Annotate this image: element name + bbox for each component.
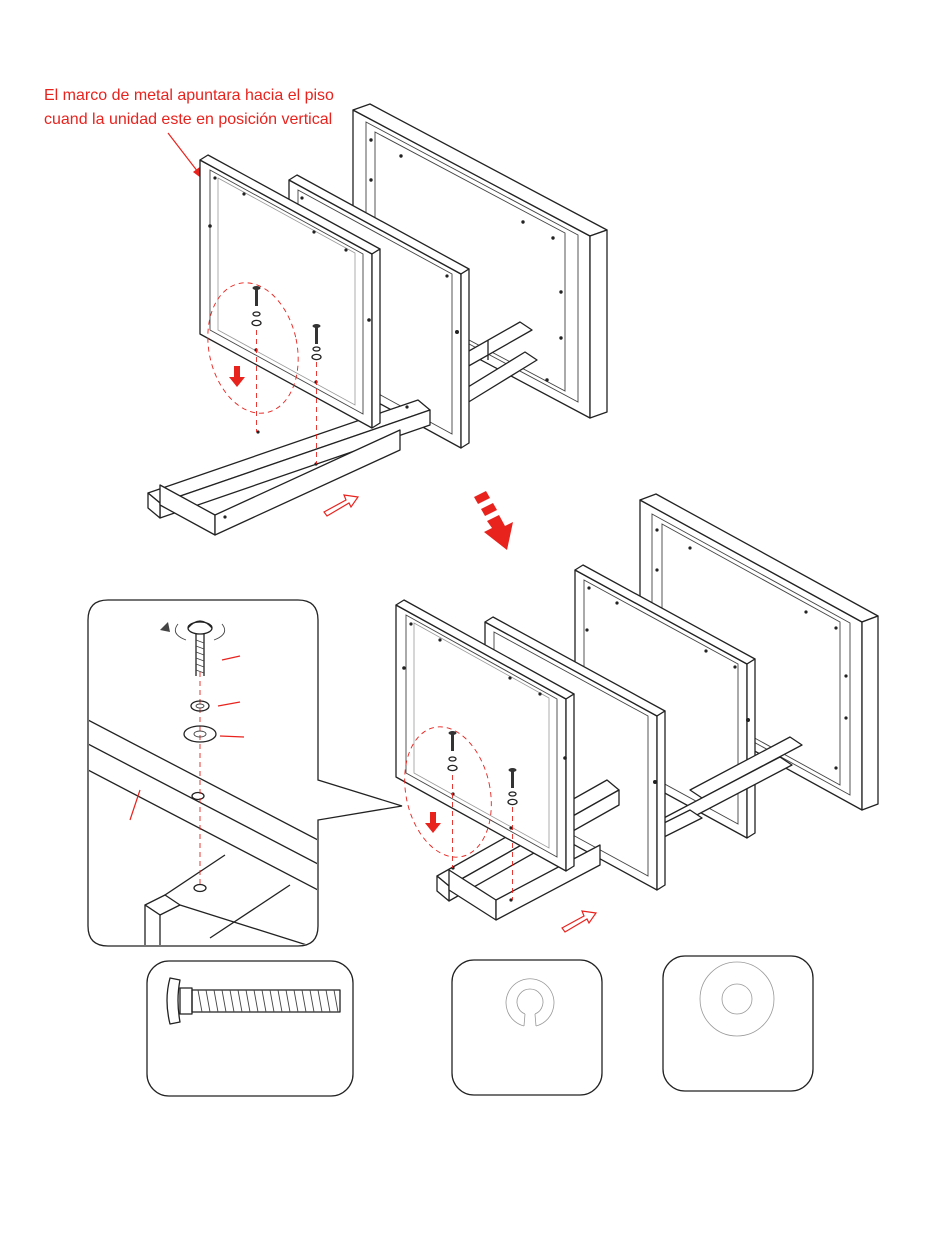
arrow-down-icon: [229, 366, 245, 387]
note-line-2: cuand la unidad este en posición vertica…: [44, 111, 332, 128]
arrow-up-right-icon: [324, 495, 358, 516]
zoom-detail: [88, 600, 402, 946]
arrow-up-right-icon: [562, 911, 596, 932]
part-box-flat-washer: [663, 956, 813, 1091]
part-box-lock-washer: [452, 960, 602, 1095]
note-line-1: El marco de metal apuntara hacia el piso: [44, 87, 334, 104]
part-box-bolt: [147, 961, 353, 1096]
step-1-assembly: [148, 104, 607, 535]
arrow-down-icon: [425, 812, 441, 833]
step-2-assembly: [393, 494, 878, 932]
orientation-note: El marco de metal apuntara hacia el piso…: [44, 87, 334, 181]
base-beam-top: [148, 400, 430, 535]
arrow-down-right-icon: [474, 491, 513, 550]
